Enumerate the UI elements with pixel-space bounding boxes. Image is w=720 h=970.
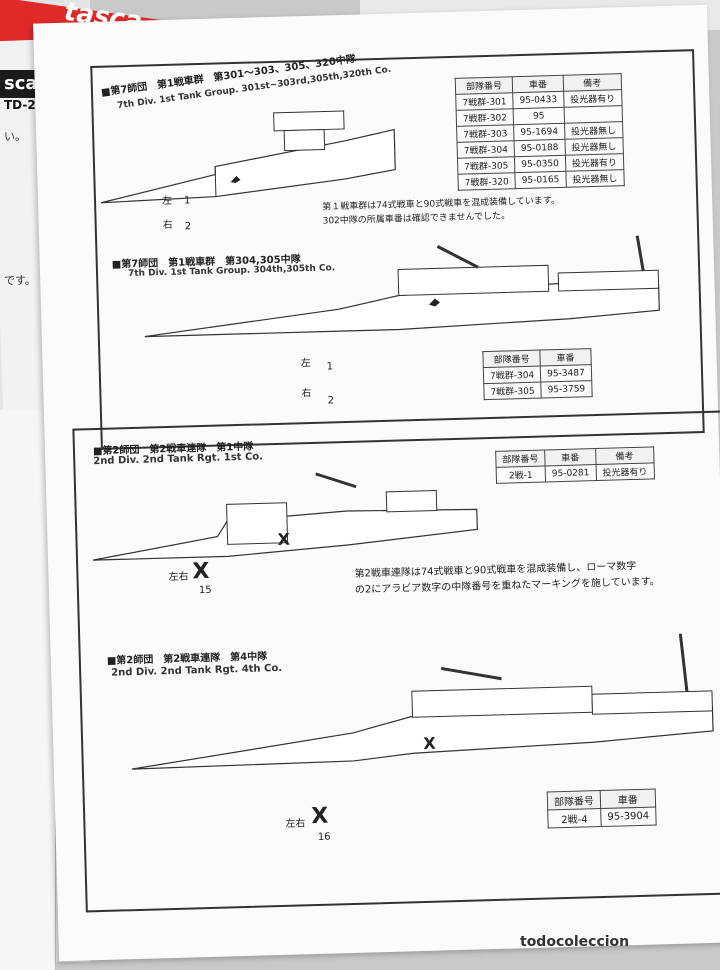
insignia-mark: Ⅹ xyxy=(310,803,329,830)
table-header: 部隊番号 xyxy=(547,790,601,811)
table-cell: 投光器無し xyxy=(564,121,623,140)
left-sheet-text: い。 xyxy=(4,130,26,143)
table-cell: 7戦群-304 xyxy=(457,140,515,159)
table-cell: 7戦群-303 xyxy=(456,124,515,143)
table-cell: 95-1694 xyxy=(513,123,565,141)
table-cell: 95 xyxy=(513,107,565,125)
table-cell: 95-3904 xyxy=(600,807,656,827)
tank-side-view-2 xyxy=(144,235,660,338)
table-header: 車番 xyxy=(600,789,656,809)
table-cell: 95-0350 xyxy=(514,155,566,173)
table-cell: 2戦-1 xyxy=(496,465,546,484)
table-cell: 投光器有り xyxy=(563,89,622,108)
side-label-both: 左右 xyxy=(168,571,189,584)
tank-side-view-3: Ⅹ xyxy=(92,472,478,561)
table-cell: 7戦群-305 xyxy=(483,382,542,400)
table-cell: 7戦群-304 xyxy=(483,366,541,384)
svg-text:Ⅹ: Ⅹ xyxy=(423,734,437,753)
table-header: 部隊番号 xyxy=(495,449,546,468)
table-cell: 7戦群-301 xyxy=(455,92,514,111)
table-cell: 投光器無し xyxy=(564,137,624,156)
table-header: 備考 xyxy=(595,446,654,465)
table-header: 車番 xyxy=(544,448,596,466)
table-cell: 2戦-4 xyxy=(547,808,602,829)
table-header: 備考 xyxy=(562,73,622,92)
panel-7th-division: ■第7師団 第1戦車群 第301〜303、305、320中隊 7th Div. … xyxy=(90,49,705,450)
watermark: todocoleccion xyxy=(520,934,630,950)
table-header: 部隊番号 xyxy=(482,350,541,368)
table-cell: 投光器無し xyxy=(565,169,625,188)
table-cell: 95-3759 xyxy=(540,380,592,399)
insignia-number: 1 xyxy=(326,361,334,373)
insignia-number: 15 xyxy=(198,584,212,597)
insignia-number: 16 xyxy=(317,831,331,843)
insignia-mark: Ⅹ xyxy=(192,558,210,585)
table-cell: 7戦群-302 xyxy=(456,108,514,127)
side-label-right: 右 xyxy=(162,219,173,232)
table-header: 車番 xyxy=(540,348,592,367)
side-label-both: 左右 xyxy=(285,818,306,830)
table-cell: 95-0281 xyxy=(545,464,597,482)
left-sheet-text: です。 xyxy=(4,274,36,287)
insignia-number: 2 xyxy=(184,221,192,233)
panel-2nd-division: ■第2師団 第2戦車連隊 第1中隊 2nd Div. 2nd Tank Rgt.… xyxy=(72,410,720,913)
table-cell: 7戦群-320 xyxy=(457,172,516,191)
side-label-left: 左 xyxy=(300,357,311,370)
side-label-left: 左 xyxy=(161,195,173,208)
insignia-number: 2 xyxy=(327,395,335,407)
table-cell: 95-0165 xyxy=(515,171,567,189)
product-code: TD-2 xyxy=(4,98,36,112)
table-header: 部隊番号 xyxy=(455,76,513,95)
table-cell: 投光器有り xyxy=(565,153,624,172)
svg-text:Ⅹ: Ⅹ xyxy=(277,530,291,549)
side-label-right: 右 xyxy=(301,387,312,400)
insignia-number: 1 xyxy=(183,195,191,207)
tank-side-view-1 xyxy=(100,110,396,204)
instruction-sheet: ■第7師団 第1戦車群 第301〜303、305、320中隊 7th Div. … xyxy=(33,4,720,962)
table-header: 車番 xyxy=(512,75,564,93)
table-cell: 95-0433 xyxy=(512,91,564,109)
table-cell xyxy=(563,105,623,124)
table-cell: 95-3487 xyxy=(540,364,592,383)
table-cell: 95-0188 xyxy=(514,139,566,157)
table-cell: 投光器有り xyxy=(595,462,655,481)
table-cell: 7戦群-305 xyxy=(457,156,516,175)
tank-side-view-4: Ⅹ xyxy=(131,633,714,770)
